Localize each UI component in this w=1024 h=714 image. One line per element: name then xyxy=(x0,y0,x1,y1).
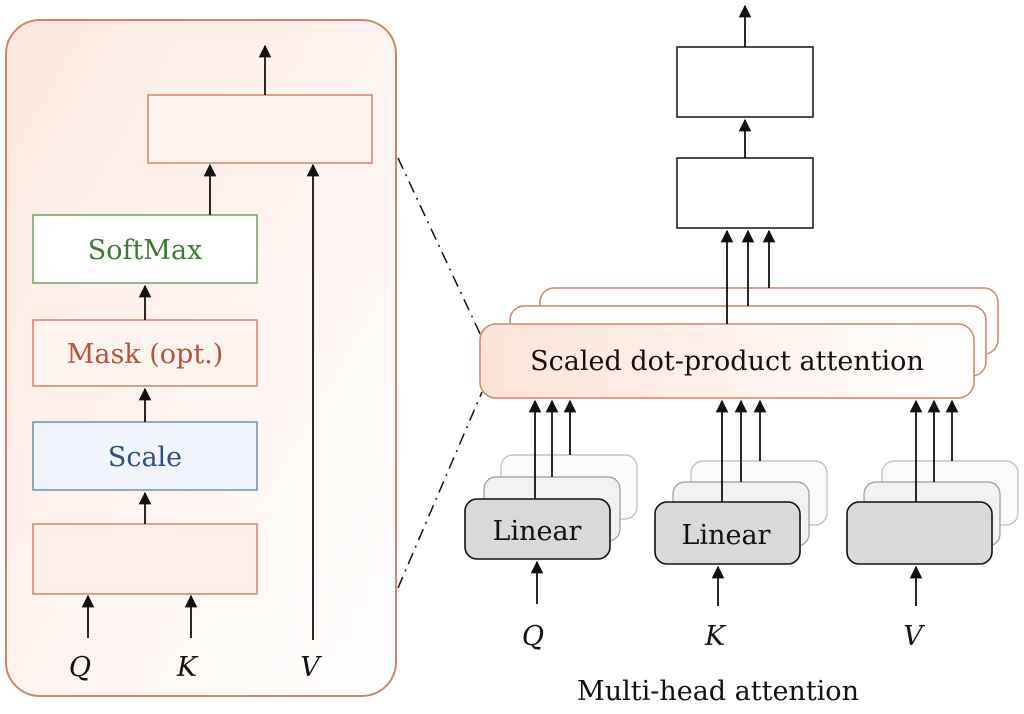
softmax-label: SoftMax xyxy=(88,235,203,266)
scale-label: Scale xyxy=(108,442,182,473)
linear-q-label: Linear xyxy=(493,516,582,547)
matmul-bottom-block xyxy=(32,523,258,595)
right-input-k: K xyxy=(704,621,727,652)
left-input-q: Q xyxy=(69,652,91,683)
linear-q-block xyxy=(464,498,611,560)
multihead-caption: Multi-head attention xyxy=(577,676,859,707)
attention-label: Scaled dot-product attention xyxy=(530,346,924,377)
concat-block xyxy=(676,157,814,229)
right-input-v: V xyxy=(903,621,925,652)
mask-label: Mask (opt.) xyxy=(67,339,224,370)
left-input-v: V xyxy=(300,652,322,683)
output-block xyxy=(676,46,814,118)
zoom-connector-bottom xyxy=(397,391,483,589)
zoom-connector-top xyxy=(397,157,483,339)
linear-k-block xyxy=(654,501,801,565)
left-input-k: K xyxy=(176,652,199,683)
matmul-top-block xyxy=(147,94,373,164)
linear-v-block xyxy=(846,501,993,565)
right-input-q: Q xyxy=(522,621,544,652)
scale-block xyxy=(32,421,258,491)
softmax-block xyxy=(32,214,258,284)
linear-k-label: Linear xyxy=(682,520,771,551)
